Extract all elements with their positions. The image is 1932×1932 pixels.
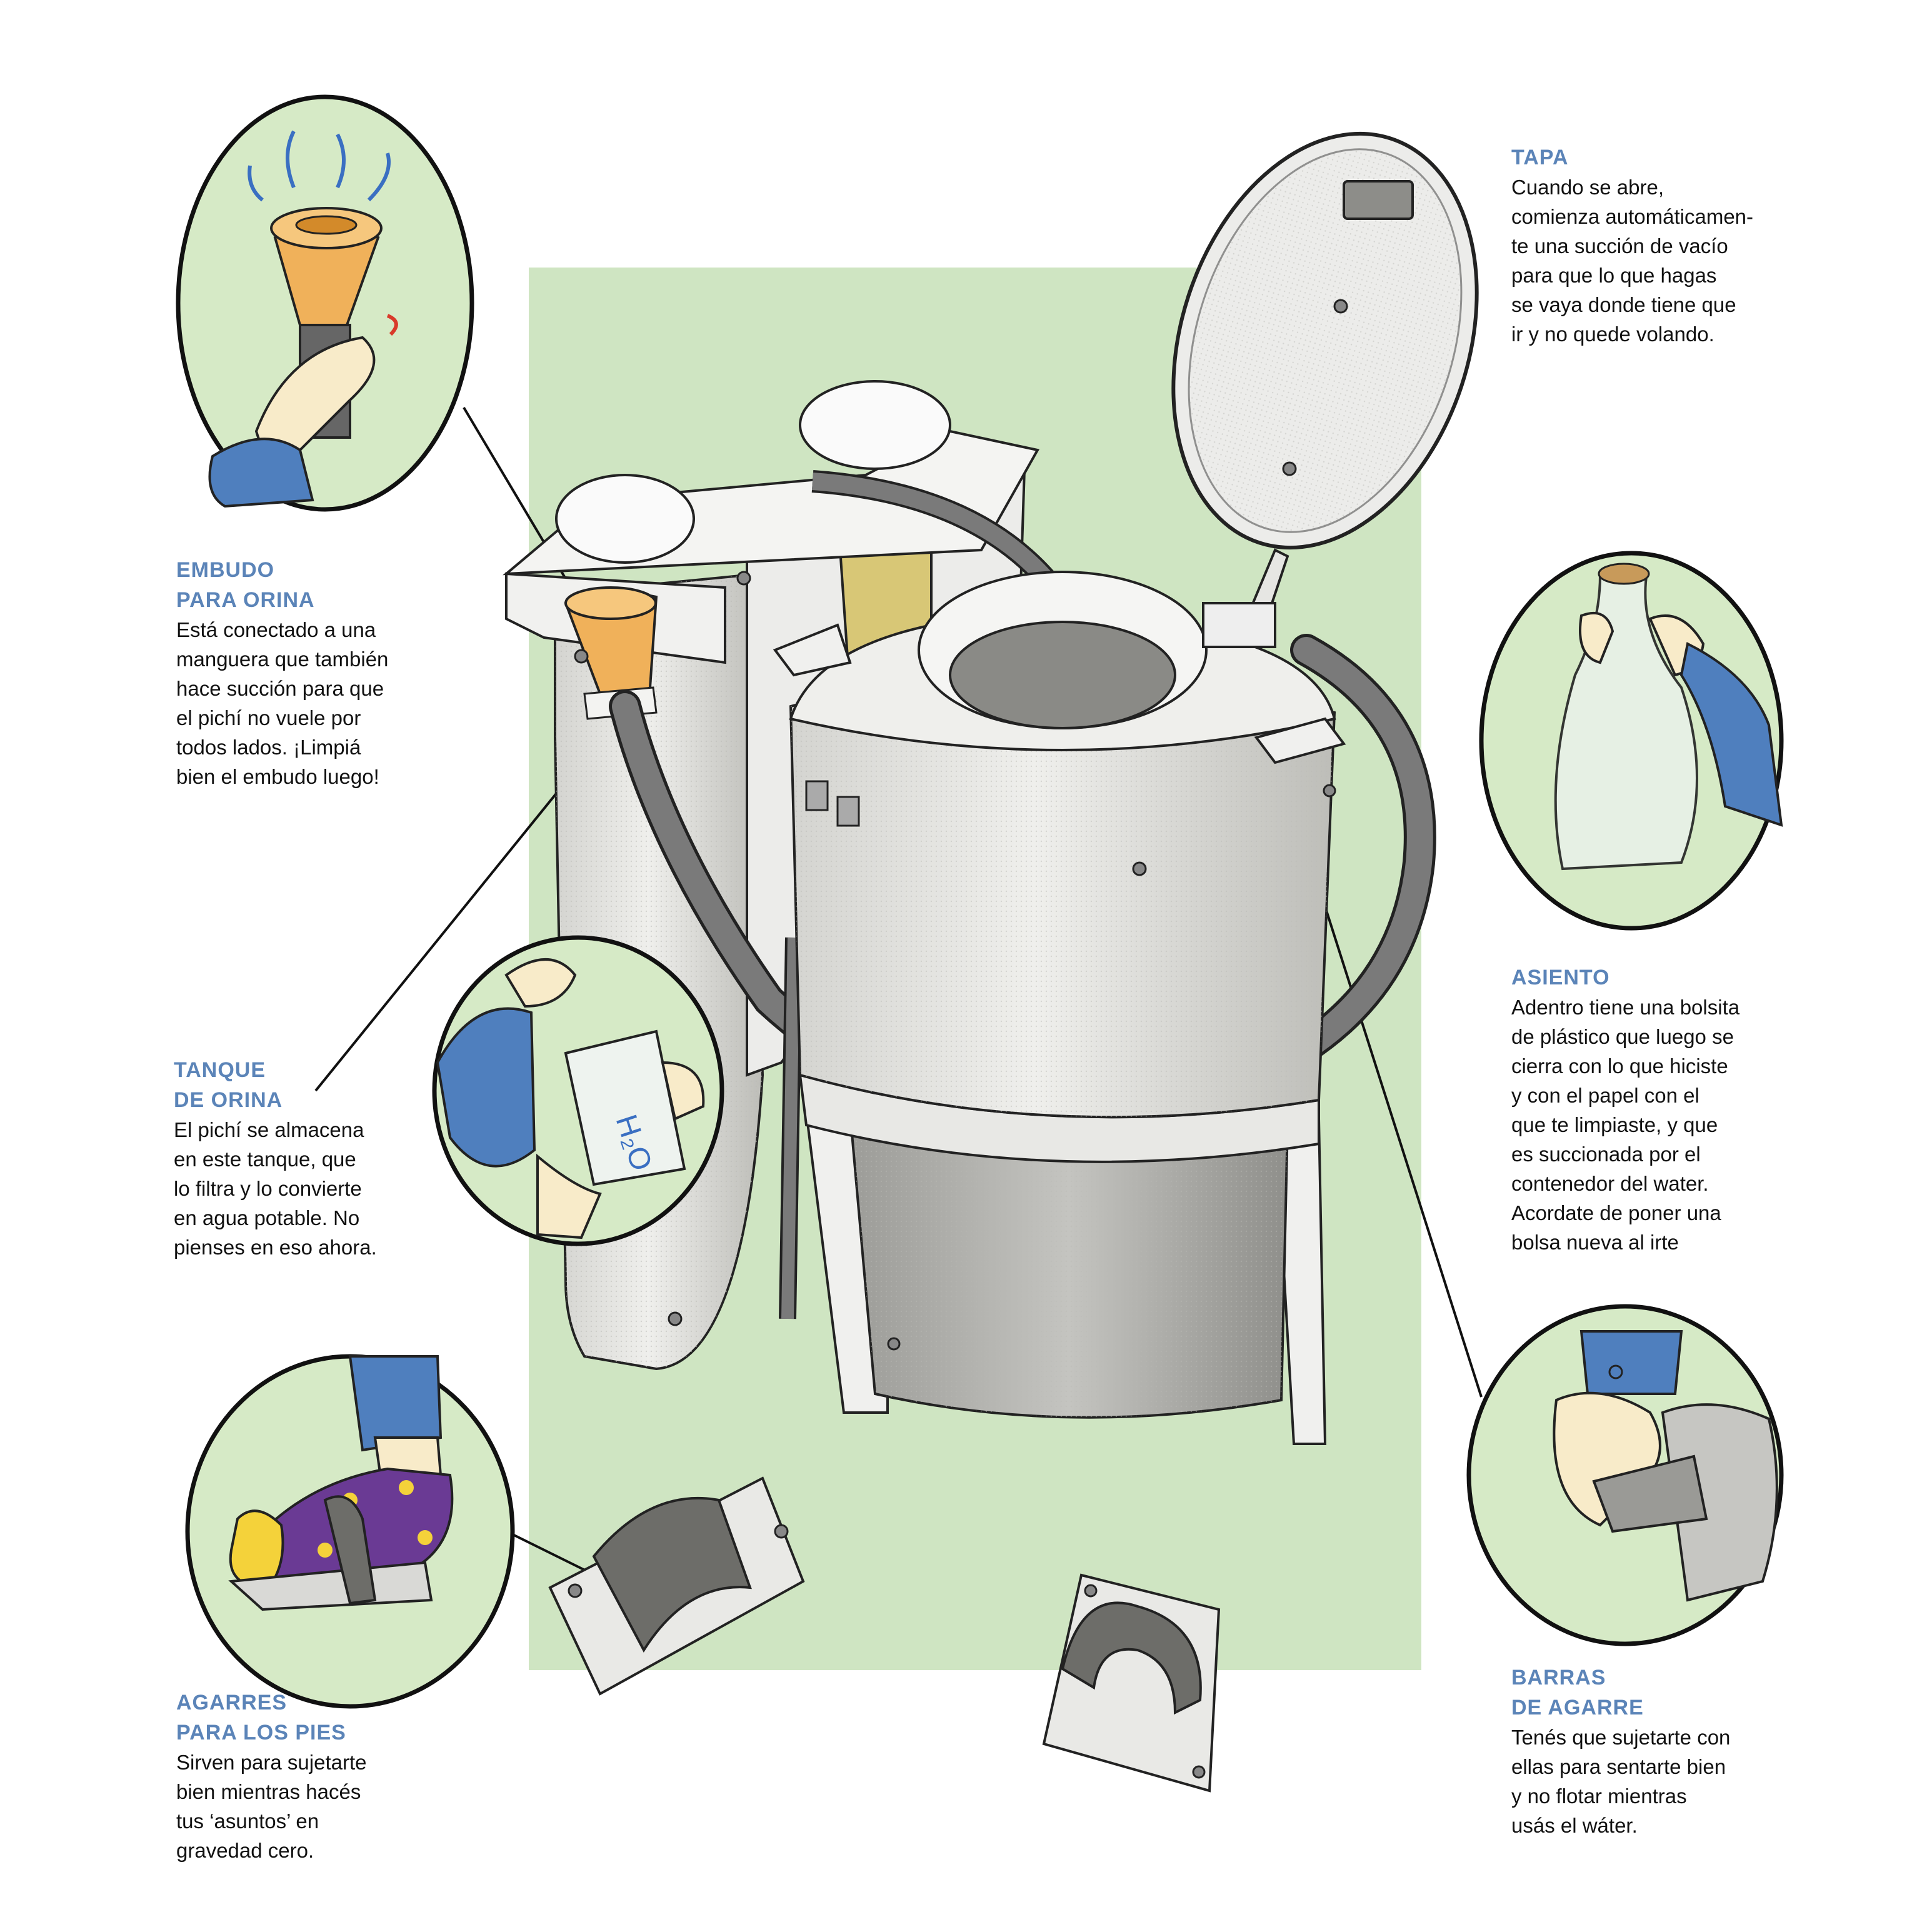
callout-title: PARA LOS PIES: [176, 1718, 367, 1748]
callout-text: para que lo que hagas: [1511, 261, 1753, 290]
callout-text: bien mientras hacés: [176, 1777, 367, 1806]
callout-text: gravedad cero.: [176, 1836, 367, 1865]
callout-text: te una succión de vacío: [1511, 231, 1753, 261]
callout-text: cierra con lo que hiciste: [1511, 1051, 1739, 1081]
callout-title: TANQUE: [174, 1055, 377, 1085]
callout-text: manguera que también: [176, 644, 388, 674]
callout-asiento: ASIENTO Adentro tiene una bolsita de plá…: [1511, 963, 1739, 1257]
callout-text: bien el embudo luego!: [176, 762, 388, 791]
grab-bar-bubble: [1469, 1306, 1781, 1644]
callout-text: que te limpiaste, y que: [1511, 1110, 1739, 1139]
callout-text: Tenés que sujetarte con: [1511, 1723, 1730, 1752]
callout-title: TAPA: [1511, 143, 1753, 173]
callout-text: Está conectado a una: [176, 615, 388, 644]
callout-title: DE AGARRE: [1511, 1693, 1730, 1723]
callout-text: ir y no quede volando.: [1511, 319, 1753, 349]
callout-title: PARA ORINA: [176, 585, 388, 615]
callout-text: El pichí se almacena: [174, 1115, 377, 1144]
trash-bag-bubble: [1481, 553, 1781, 928]
callout-text: y no flotar mientras: [1511, 1781, 1730, 1811]
callout-text: contenedor del water.: [1511, 1169, 1739, 1198]
callout-text: Sirven para sujetarte: [176, 1748, 367, 1777]
callout-text: es succionada por el: [1511, 1139, 1739, 1169]
callout-text: ellas para sentarte bien: [1511, 1752, 1730, 1781]
callout-text: todos lados. ¡Limpiá: [176, 733, 388, 762]
funnel-bubble: [178, 97, 472, 509]
callout-agarres: AGARRES PARA LOS PIES Sirven para sujeta…: [176, 1688, 367, 1865]
callout-embudo: EMBUDO PARA ORINA Está conectado a una m…: [176, 555, 388, 791]
callout-title: EMBUDO: [176, 555, 388, 585]
callout-title: ASIENTO: [1511, 963, 1739, 993]
callout-text: el pichí no vuele por: [176, 703, 388, 733]
callout-text: usás el wáter.: [1511, 1811, 1730, 1840]
lid-icon: [1123, 94, 1528, 647]
callout-text: comienza automáticamen-: [1511, 202, 1753, 231]
callout-title: DE ORINA: [174, 1085, 377, 1115]
callout-barras: BARRAS DE AGARRE Tenés que sujetarte con…: [1511, 1663, 1730, 1840]
callout-text: lo filtra y lo convierte: [174, 1174, 377, 1203]
callout-tanque: TANQUE DE ORINA El pichí se almacena en …: [174, 1055, 377, 1262]
foot-strap-icon: [550, 1478, 1219, 1791]
callout-text: Adentro tiene una bolsita: [1511, 993, 1739, 1022]
callout-text: pienses en eso ahora.: [174, 1233, 377, 1262]
callout-text: de plástico que luego se: [1511, 1022, 1739, 1051]
callout-text: se vaya donde tiene que: [1511, 290, 1753, 319]
callout-text: y con el papel con el: [1511, 1081, 1739, 1110]
water-bag-bubble: H₂O: [434, 938, 722, 1244]
callout-title: BARRAS: [1511, 1663, 1730, 1693]
callout-text: en este tanque, que: [174, 1144, 377, 1174]
toilet-seat-container: [775, 572, 1344, 1444]
callout-text: Cuando se abre,: [1511, 173, 1753, 202]
callout-text: tus ‘asuntos’ en: [176, 1806, 367, 1836]
callout-text: en agua potable. No: [174, 1203, 377, 1233]
callout-title: AGARRES: [176, 1688, 367, 1718]
callout-tapa: TAPA Cuando se abre, comienza automática…: [1511, 143, 1753, 349]
callout-text: bolsa nueva al irte: [1511, 1228, 1739, 1257]
callout-text: hace succión para que: [176, 674, 388, 703]
callout-text: Acordate de poner una: [1511, 1198, 1739, 1228]
foot-bubble: [188, 1356, 513, 1706]
